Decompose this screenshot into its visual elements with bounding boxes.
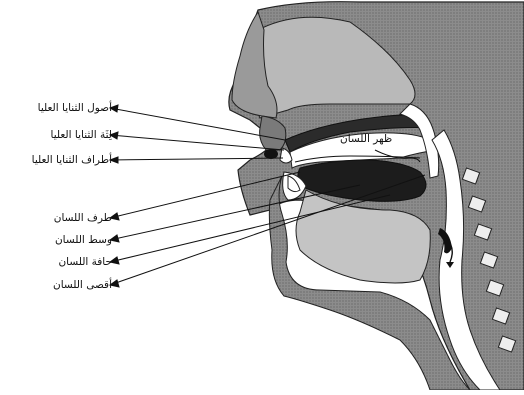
label-tips-upper-incisors: أطراف الثنايا العليا (32, 155, 112, 166)
label-tongue-middle: وسط اللسان (55, 235, 112, 246)
label-roots-upper-incisors: أصول الثنايا العليا (38, 103, 112, 114)
upper-lip-tip (264, 149, 278, 159)
label-tongue-dorsum: ظهر اللسان (340, 134, 392, 145)
label-gums-upper-incisors: لِثَة الثنايا العليا (51, 130, 112, 141)
label-tongue-tip: طرف اللسان (54, 213, 112, 224)
label-tongue-back-most: أقصى اللسان (53, 280, 112, 291)
label-tongue-edge: حافة اللسان (58, 257, 112, 268)
